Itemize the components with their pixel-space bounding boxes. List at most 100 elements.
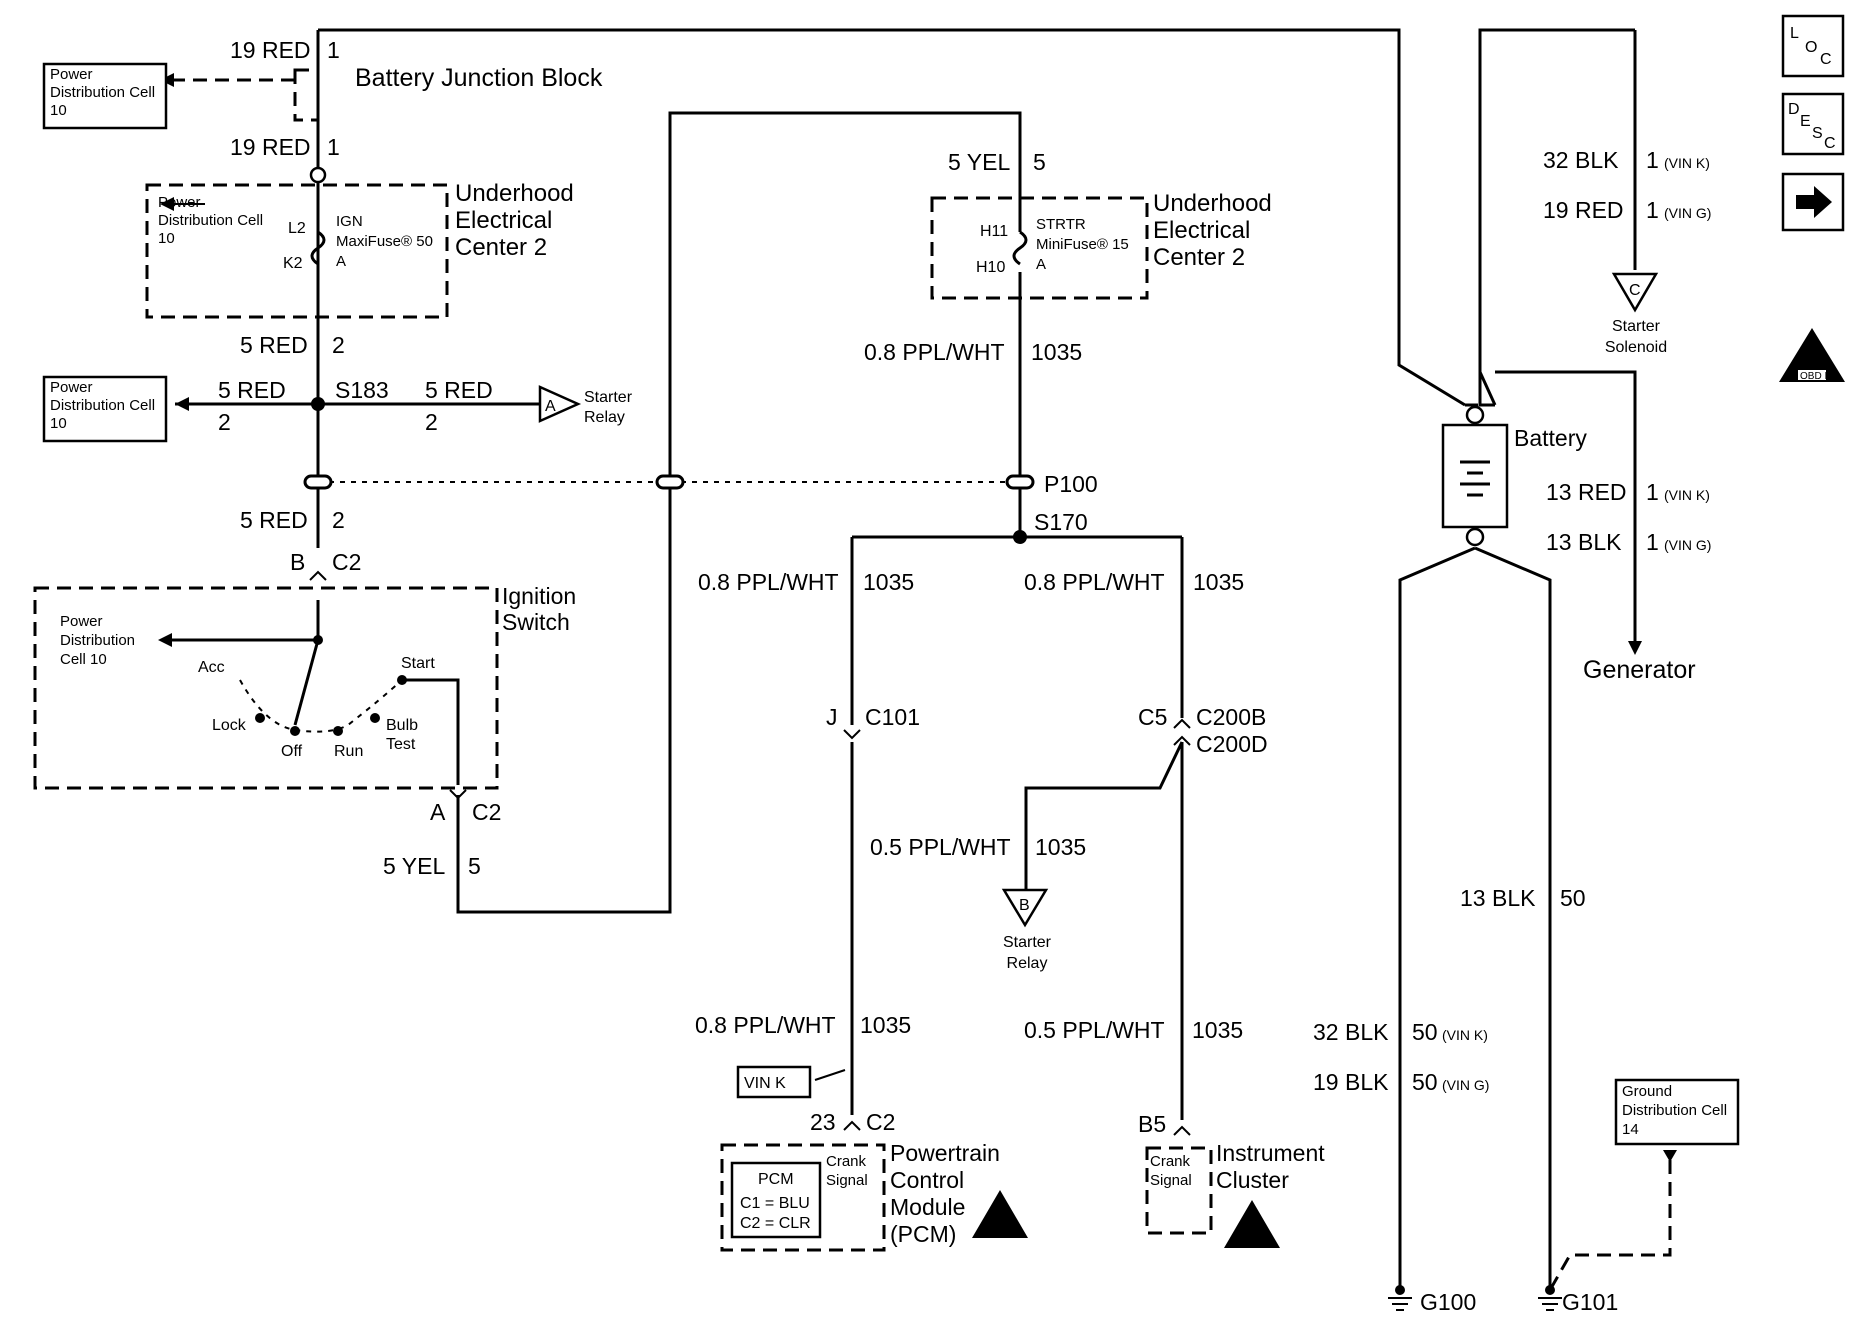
conn-c101-symbol xyxy=(843,729,861,740)
label-wire: 0.8 PPL/WHT xyxy=(698,569,839,595)
ign-lock-contact xyxy=(255,713,265,723)
label-wire: 5 YEL xyxy=(383,853,445,879)
battery-junction-block-label: Battery Junction Block xyxy=(355,64,603,92)
esd-warning-icon xyxy=(1224,1200,1280,1248)
label-wire: 32 BLK xyxy=(1313,1019,1389,1045)
label-pin: 1 xyxy=(1646,147,1659,173)
ign-off-contact xyxy=(290,726,300,736)
label-vin: (VIN K) xyxy=(1664,155,1710,171)
ign-maxifuse-symbol xyxy=(310,230,326,266)
battery-symbol xyxy=(1441,423,1509,529)
desc-icon-d: D xyxy=(1788,101,1800,118)
label-wire: 13 BLK xyxy=(1460,885,1536,911)
label-wire: 5 RED xyxy=(240,332,308,358)
label-wire: 32 BLK xyxy=(1543,147,1619,173)
relay-a-tag: A xyxy=(545,398,556,415)
ign-contact-arm xyxy=(293,639,320,726)
label-conn: C2 xyxy=(332,549,361,575)
splice-s170-label: S170 xyxy=(1034,509,1088,535)
uec-right-outline xyxy=(930,196,1149,300)
battery-junction-block-outline xyxy=(293,68,320,122)
ref-box-power-dist-s183[interactable] xyxy=(42,375,168,443)
ign-pos-run: Run xyxy=(334,743,363,760)
splice-s183-dot xyxy=(311,397,325,411)
label-pin: 50 xyxy=(1412,1019,1438,1045)
ground-g101-label: G101 xyxy=(1562,1289,1618,1315)
label-circuit: 1035 xyxy=(863,569,914,595)
wire-13-red-generator xyxy=(1495,370,1637,650)
esd-warning-icon xyxy=(972,1190,1028,1238)
ref-box-ground-dist[interactable] xyxy=(1614,1078,1740,1146)
label-wire: 5 RED xyxy=(240,507,308,533)
conn-c200b-symbol xyxy=(1173,718,1191,729)
ref-box-power-dist-top[interactable] xyxy=(42,62,168,130)
wire-32-blk-g100 xyxy=(1398,546,1476,1290)
label-wire: 19 RED xyxy=(1543,197,1624,223)
desc-icon-s: S xyxy=(1812,125,1823,142)
label-vin: (VIN G) xyxy=(1664,537,1711,553)
label-circuit: 1035 xyxy=(1192,1017,1243,1043)
loc-icon[interactable]: L O C xyxy=(1781,14,1845,78)
desc-icon-c: C xyxy=(1824,135,1836,152)
instrument-cluster-label: Instrument Cluster xyxy=(1216,1140,1325,1193)
pcm-legend-c1: C1 = BLU xyxy=(740,1195,810,1212)
label-conn: C101 xyxy=(865,704,920,730)
label-wire: 5 YEL xyxy=(948,149,1010,175)
label-wire: 19 RED xyxy=(230,134,311,160)
label-pin: 1 xyxy=(1646,197,1659,223)
arrow-left-icon xyxy=(158,633,172,647)
label-pin: 1 xyxy=(1646,479,1659,505)
obd-ii-icon: OBD II xyxy=(1779,328,1845,382)
ign-ref-power-dist: Power Distribution Cell 10 xyxy=(60,613,135,668)
battery-negative-terminal xyxy=(1465,527,1485,547)
ign-pos-lock: Lock xyxy=(212,717,247,734)
label-wire: 19 RED xyxy=(230,37,311,63)
loc-icon-o: O xyxy=(1805,39,1817,56)
starter-relay-a-triangle[interactable]: A xyxy=(538,385,582,423)
relay-b-tag: B xyxy=(1019,897,1030,914)
ref-power-dist-s183: Power Distribution Cell 10 xyxy=(50,379,155,432)
label-wire: 0.5 PPL/WHT xyxy=(870,834,1011,860)
label-pin: 1 xyxy=(327,37,340,63)
wire-13-blk-g101 xyxy=(1474,546,1552,1290)
label-pin: 50 xyxy=(1412,1069,1438,1095)
label-pin: 1 xyxy=(1646,529,1659,555)
desc-icon[interactable]: D E S C xyxy=(1781,92,1845,156)
splice-s170-dot xyxy=(1013,530,1027,544)
label-wire: 13 RED xyxy=(1546,479,1627,505)
label-wire: 0.5 PPL/WHT xyxy=(1024,1017,1165,1043)
instrument-cluster-outline xyxy=(1145,1146,1213,1235)
uec-left-outline xyxy=(145,183,449,319)
loc-icon-l: L xyxy=(1790,25,1799,42)
ground-g101-icon xyxy=(1538,1285,1562,1311)
label-pin: A xyxy=(430,799,446,825)
vin-k-pointer xyxy=(814,1069,846,1081)
label-pin: J xyxy=(826,704,838,730)
starter-relay-b-triangle[interactable]: B xyxy=(1001,888,1049,928)
battery-positive-terminal xyxy=(1465,405,1485,425)
label-circuit: 1035 xyxy=(1031,339,1082,365)
ignition-switch-label: Ignition Switch xyxy=(502,583,576,635)
strtr-minifuse-label: STRTR MiniFuse® 15 A xyxy=(1036,216,1129,273)
pcm-connector-legend xyxy=(730,1161,822,1239)
uec-right-label: Underhood Electrical Center 2 xyxy=(1153,190,1272,271)
label-wire: 0.8 PPL/WHT xyxy=(695,1012,836,1038)
wire-starter-relay-b xyxy=(1024,741,1184,890)
ground-g100-label: G100 xyxy=(1420,1289,1476,1315)
arrow-left-icon xyxy=(175,397,189,411)
uec-right-pin-a: H11 xyxy=(980,223,1008,240)
conn-pcm-c2-symbol xyxy=(843,1120,861,1131)
wire-32-blk-solenoid-left xyxy=(1478,28,1635,407)
battery-cells xyxy=(1460,460,1490,497)
starter-solenoid-c-triangle[interactable]: C xyxy=(1611,272,1659,313)
loc-icon-c: C xyxy=(1820,51,1832,68)
wire-5-yel xyxy=(456,111,1022,914)
arrow-down-icon xyxy=(1628,641,1642,655)
label-pin: 2 xyxy=(332,507,345,533)
pcm-legend-title: PCM xyxy=(758,1171,794,1188)
arrow-right-icon[interactable] xyxy=(1781,172,1845,232)
label-wire: 13 BLK xyxy=(1546,529,1622,555)
label-wire: 19 BLK xyxy=(1313,1069,1389,1095)
label-pin: 1 xyxy=(327,134,340,160)
cluster-crank-signal-label: Crank Signal xyxy=(1150,1153,1192,1189)
